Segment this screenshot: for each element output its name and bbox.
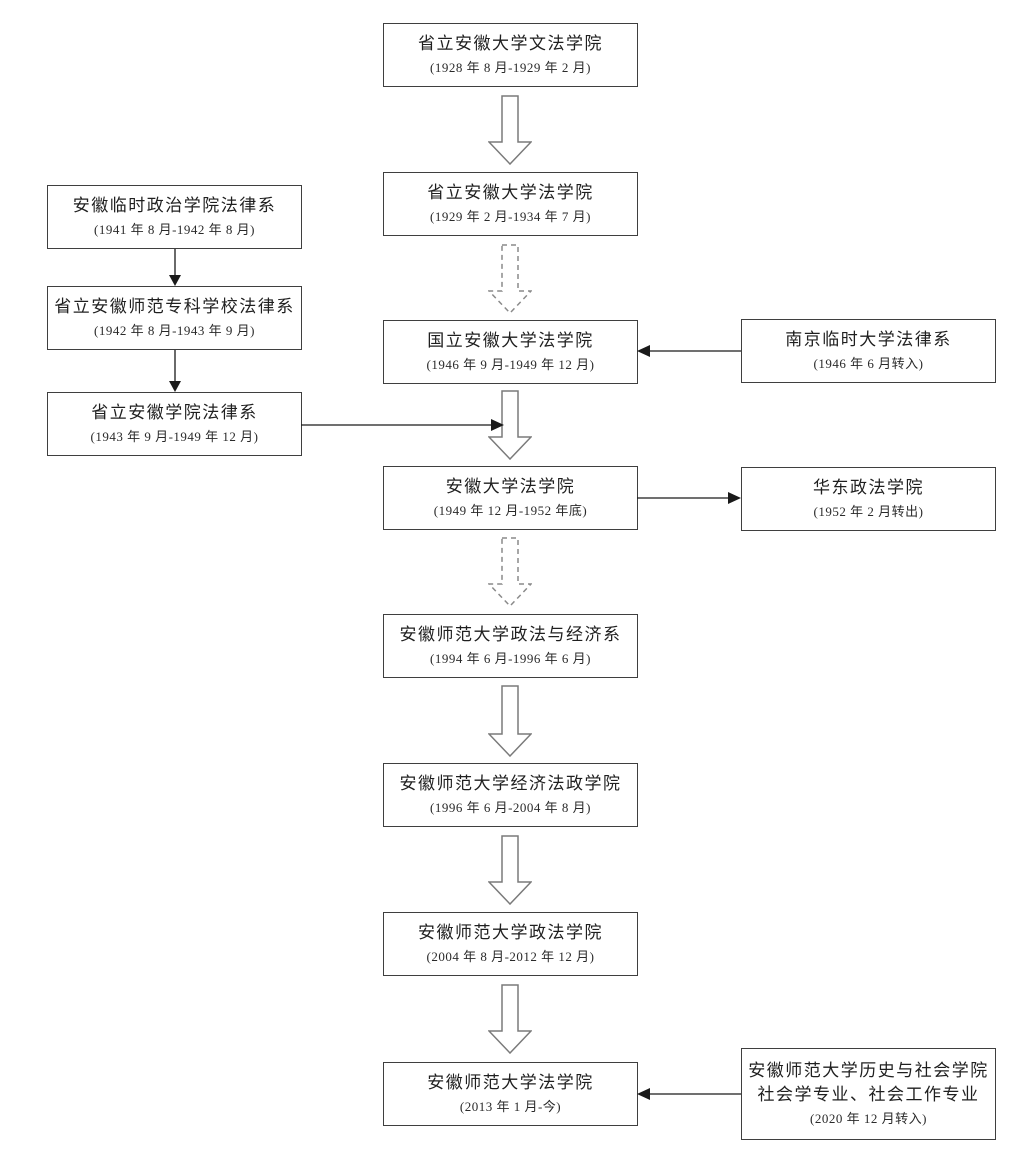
flow-node-main-1: 省立安徽大学文法学院 (1928 年 8 月-1929 年 2 月) (383, 23, 638, 87)
node-period: (1928 年 8 月-1929 年 2 月) (430, 59, 591, 75)
flow-node-main-2: 省立安徽大学法学院 (1929 年 2 月-1934 年 7 月) (383, 172, 638, 236)
flow-node-left-2: 省立安徽师范专科学校法律系 (1942 年 8 月-1943 年 9 月) (47, 286, 302, 350)
node-period: (1946 年 9 月-1949 年 12 月) (426, 356, 595, 372)
flow-node-main-7: 安徽师范大学政法学院 (2004 年 8 月-2012 年 12 月) (383, 912, 638, 976)
node-title: 安徽师范大学历史与社会学院 (748, 1060, 989, 1080)
node-title: 安徽师范大学经济法政学院 (399, 774, 622, 794)
arrow-left-icon (637, 345, 741, 357)
node-title: 安徽临时政治学院法律系 (72, 196, 277, 216)
node-period: (1994 年 6 月-1996 年 6 月) (430, 650, 591, 666)
node-period: (1929 年 2 月-1934 年 7 月) (430, 208, 591, 224)
node-title: 省立安徽大学法学院 (427, 183, 594, 203)
flow-node-main-3: 国立安徽大学法学院 (1946 年 9 月-1949 年 12 月) (383, 320, 638, 384)
arrow-left-icon (637, 1088, 741, 1100)
node-title: 南京临时大学法律系 (785, 330, 952, 350)
block-arrow-down-icon (488, 95, 532, 165)
dashed-block-arrow-down-icon (488, 244, 532, 314)
node-period: (1942 年 8 月-1943 年 9 月) (94, 322, 255, 338)
flow-node-main-4: 安徽大学法学院 (1949 年 12 月-1952 年底) (383, 466, 638, 530)
flow-node-right-2: 华东政法学院 (1952 年 2 月转出) (741, 467, 996, 531)
node-period: (1949 年 12 月-1952 年底) (433, 502, 588, 518)
block-arrow-down-icon (488, 835, 532, 905)
flow-node-main-8: 安徽师范大学法学院 (2013 年 1 月-今) (383, 1062, 638, 1126)
node-title: 安徽大学法学院 (445, 477, 576, 497)
node-period: (1943 年 9 月-1949 年 12 月) (90, 428, 259, 444)
arrow-down-icon (169, 249, 181, 286)
flow-node-main-6: 安徽师范大学经济法政学院 (1996 年 6 月-2004 年 8 月) (383, 763, 638, 827)
flow-node-main-5: 安徽师范大学政法与经济系 (1994 年 6 月-1996 年 6 月) (383, 614, 638, 678)
flow-node-left-3: 省立安徽学院法律系 (1943 年 9 月-1949 年 12 月) (47, 392, 302, 456)
node-title: 国立安徽大学法学院 (427, 331, 594, 351)
node-title: 省立安徽师范专科学校法律系 (54, 297, 295, 317)
node-period: (2013 年 1 月-今) (459, 1098, 562, 1114)
node-period: (1996 年 6 月-2004 年 8 月) (430, 799, 591, 815)
node-title: 安徽师范大学法学院 (427, 1073, 594, 1093)
flow-node-right-1: 南京临时大学法律系 (1946 年 6 月转入) (741, 319, 996, 383)
node-period: (2004 年 8 月-2012 年 12 月) (426, 948, 595, 964)
node-period: (2020 年 12 月转入) (810, 1111, 927, 1127)
arrow-right-icon (637, 492, 741, 504)
dashed-block-arrow-down-icon (488, 537, 532, 607)
node-period: (1952 年 2 月转出) (813, 503, 924, 519)
node-title: 省立安徽大学文法学院 (418, 34, 603, 54)
node-title: 安徽师范大学政法学院 (418, 923, 603, 943)
block-arrow-down-icon (488, 685, 532, 757)
arrow-right-icon (301, 419, 504, 431)
node-title: 安徽师范大学政法与经济系 (399, 625, 622, 645)
block-arrow-down-icon (488, 984, 532, 1054)
node-period: (1946 年 6 月转入) (813, 355, 924, 371)
node-period: (1941 年 8 月-1942 年 8 月) (94, 221, 255, 237)
node-subtitle: 社会学专业、社会工作专业 (757, 1084, 980, 1104)
arrow-down-icon (169, 350, 181, 392)
flow-node-left-1: 安徽临时政治学院法律系 (1941 年 8 月-1942 年 8 月) (47, 185, 302, 249)
node-title: 省立安徽学院法律系 (91, 403, 258, 423)
block-arrow-down-icon (488, 390, 532, 460)
node-title: 华东政法学院 (813, 478, 924, 498)
flow-node-right-3: 安徽师范大学历史与社会学院 社会学专业、社会工作专业 (2020 年 12 月转… (741, 1048, 996, 1140)
